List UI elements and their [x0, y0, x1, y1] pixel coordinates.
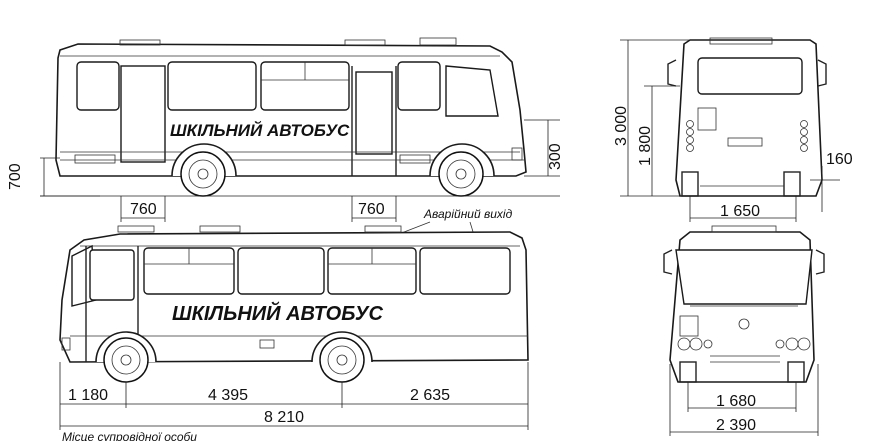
dim-ground-clearance: 700: [7, 163, 24, 190]
bus-label-left: ШКІЛЬНИЙ АВТОБУС: [172, 301, 383, 325]
dims-top-side: 700 300 760 760: [7, 119, 564, 222]
bus-label-side: ШКІЛЬНИЙ АВТОБУС: [170, 120, 350, 140]
dim-rear-clearance: 160: [826, 151, 853, 168]
dims-front: 1 680 2 390: [669, 364, 819, 436]
dim-wheelbase: 4 395: [208, 387, 248, 404]
rear-view: [667, 37, 827, 197]
dim-total-width: 2 390: [716, 417, 756, 434]
dim-total-height: 3 000: [613, 106, 630, 146]
side-view-left: ШКІЛЬНИЙ АВТОБУС: [59, 225, 529, 383]
headlamps-right: [775, 337, 811, 351]
dim-step-height: 300: [547, 143, 564, 170]
dims-bottom-side: 1 180 4 395 2 635 8 210: [59, 362, 529, 430]
emergency-exit-label: Аварійний вихід: [423, 207, 513, 221]
headlamps-left: [677, 337, 713, 351]
dim-floor-height: 1 800: [637, 126, 654, 166]
dims-rear: 3 000 1 800 160 1 650: [613, 39, 853, 222]
dim-door-rear: 760: [358, 201, 385, 218]
dim-total-length: 8 210: [264, 409, 304, 426]
dim-rear-track: 1 650: [720, 203, 760, 220]
dim-front-overhang: 1 180: [68, 387, 108, 404]
bottom-caption: Місце супровідної особи: [62, 430, 197, 441]
dim-front-track: 1 680: [716, 393, 756, 410]
rear-lamps-right: [800, 120, 808, 152]
dim-rear-overhang: 2 635: [410, 387, 450, 404]
rear-lamps-left: [686, 120, 694, 152]
side-view-right: ШКІЛЬНИЙ АВТОБУС: [55, 37, 527, 197]
dim-door-front: 760: [130, 201, 157, 218]
front-view: [663, 225, 825, 383]
